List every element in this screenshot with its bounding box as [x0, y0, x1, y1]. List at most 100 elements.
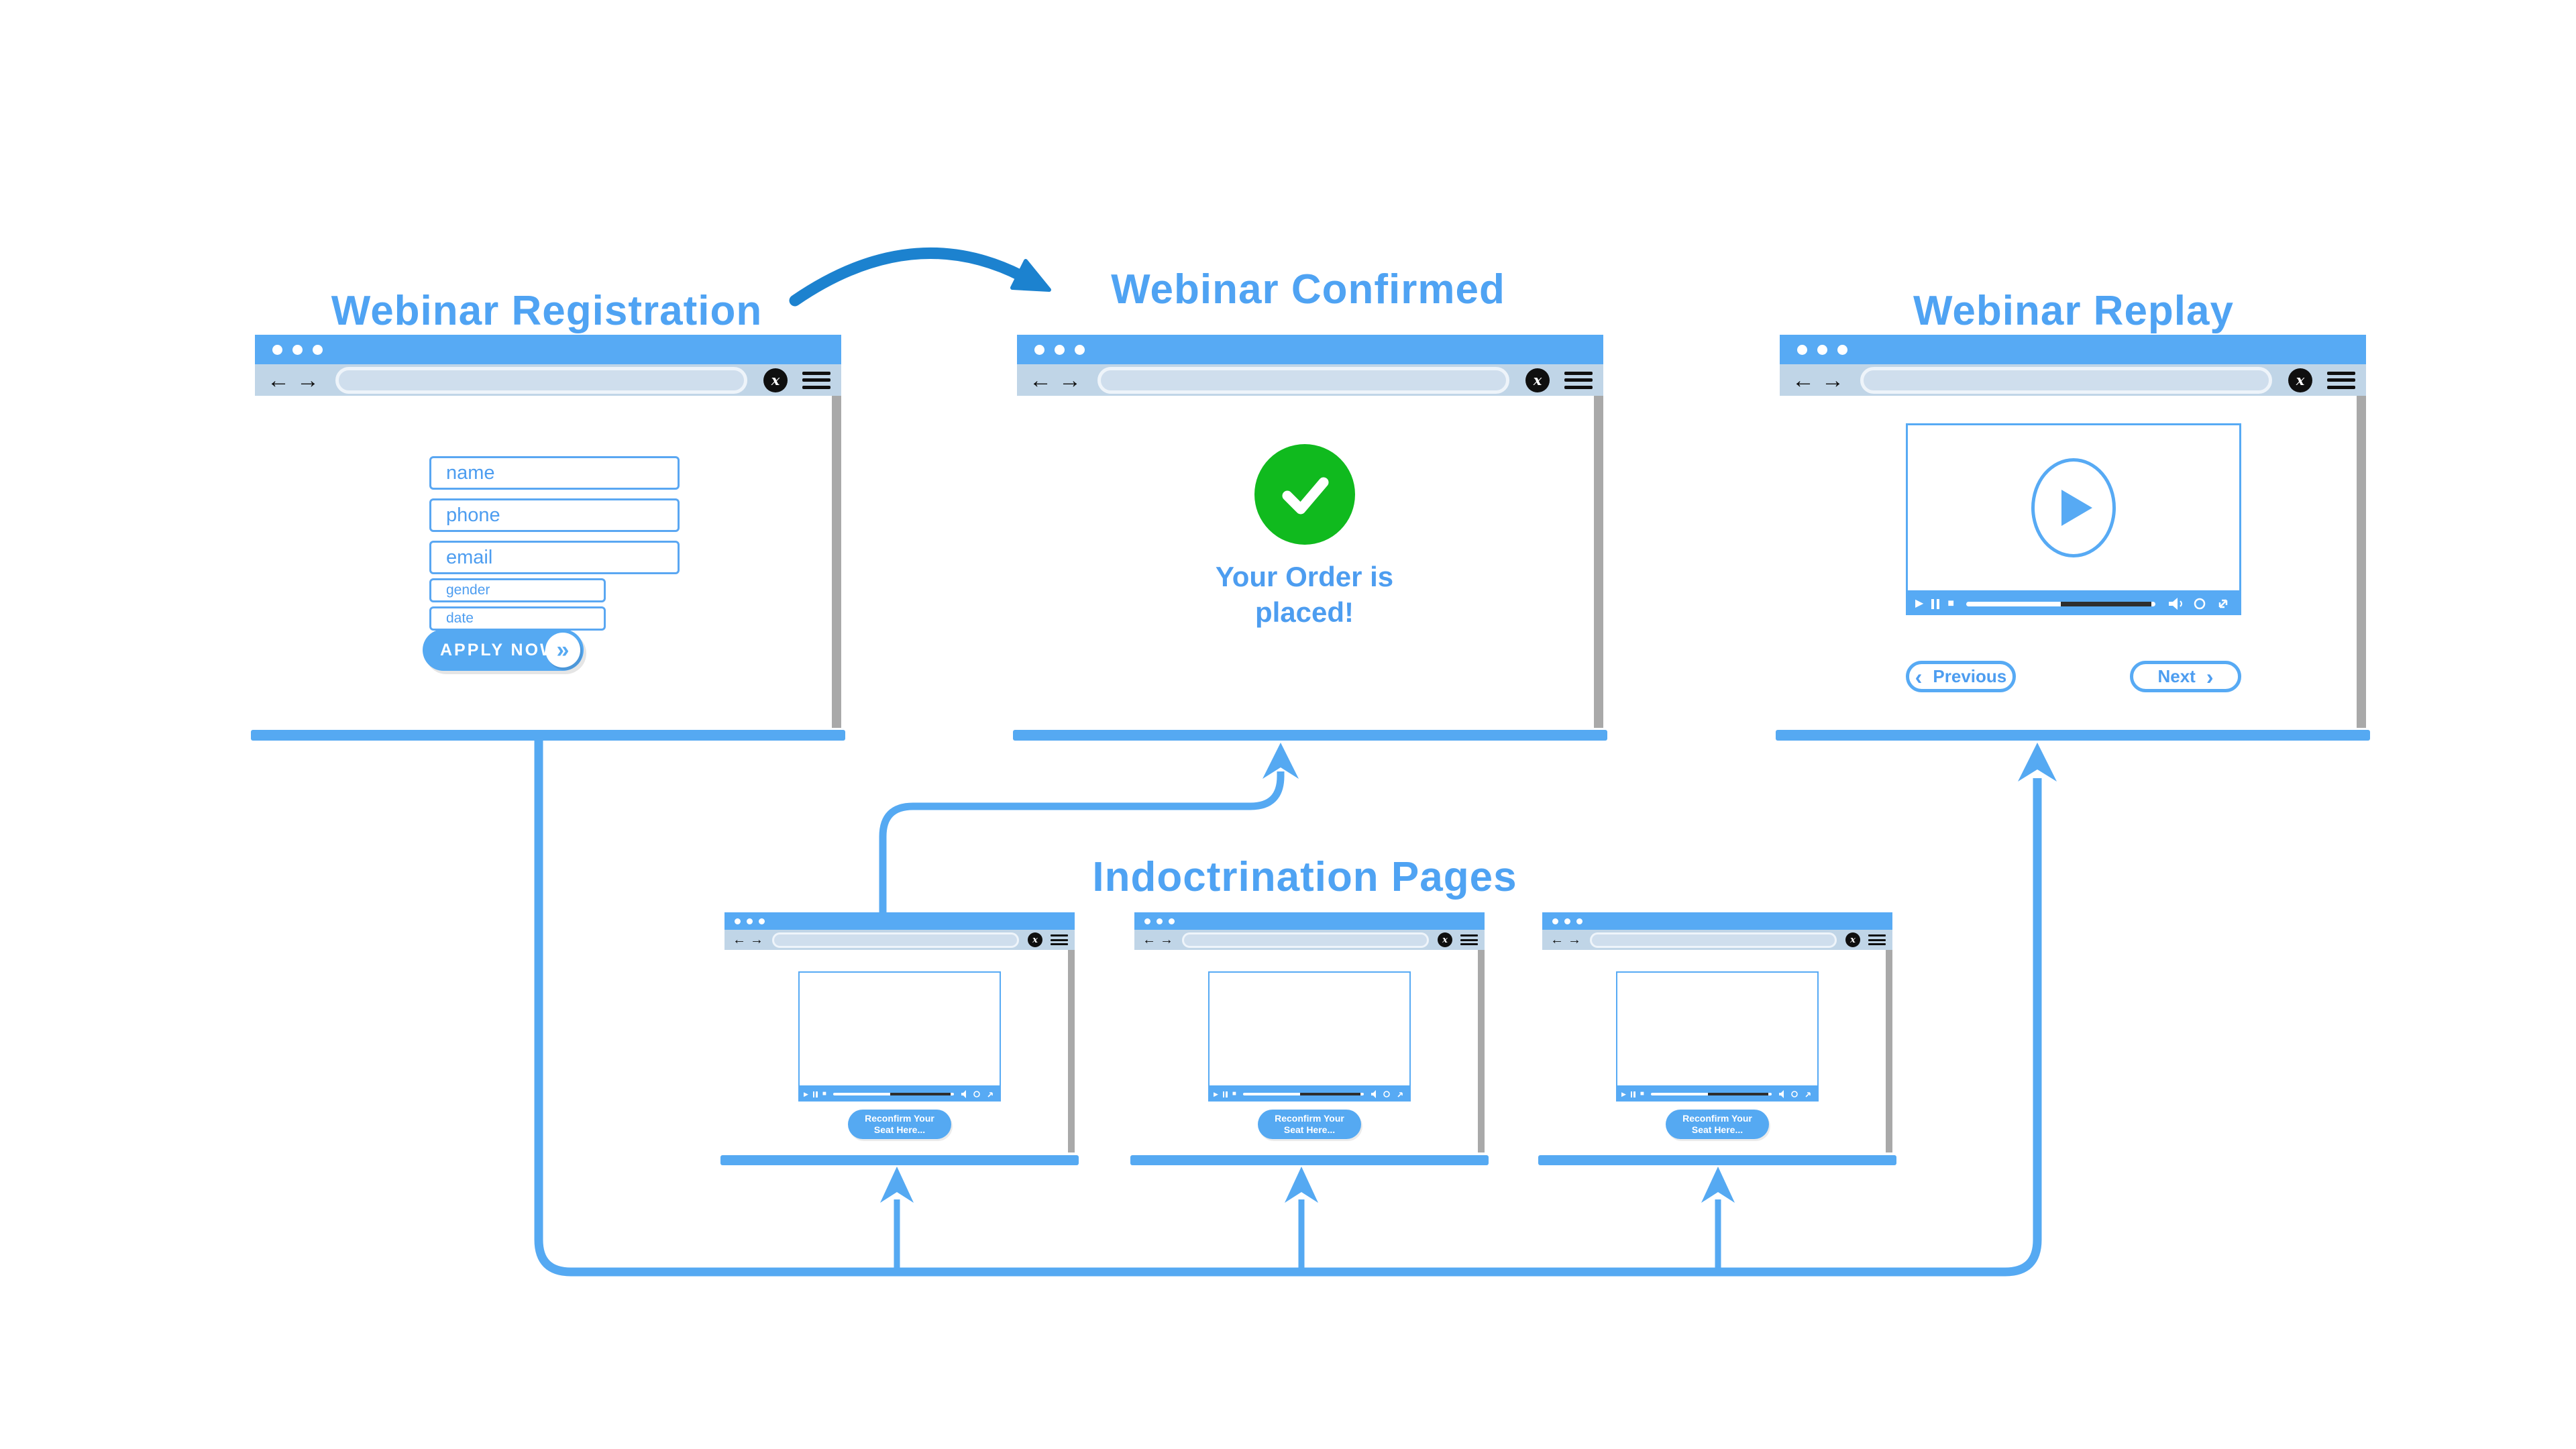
browser-toolbar: ← → x	[1542, 930, 1892, 950]
fullscreen-icon	[1397, 1092, 1403, 1097]
player-right-icons[interactable]	[2167, 596, 2232, 611]
stop-icon[interactable]: ■	[1640, 1090, 1644, 1097]
reconfirm-line1: Reconfirm Your	[1682, 1113, 1752, 1124]
scrollbar[interactable]	[1886, 950, 1892, 1152]
scrollbar[interactable]	[2357, 396, 2366, 728]
back-icon[interactable]: ←	[1550, 932, 1564, 947]
chevron-right-icon: ›	[2206, 664, 2214, 689]
play-icon[interactable]: ▶	[1915, 598, 1924, 609]
forward-icon[interactable]: →	[1821, 367, 1844, 393]
fullscreen-icon	[987, 1092, 993, 1097]
video-screen	[1616, 971, 1819, 1087]
chevron-left-icon: ‹	[1915, 664, 1923, 689]
forward-icon[interactable]: →	[1059, 367, 1081, 393]
x-logo-icon[interactable]: x	[1028, 932, 1042, 947]
x-logo-icon[interactable]: x	[2288, 368, 2312, 392]
x-logo-icon[interactable]: x	[1845, 932, 1860, 947]
stop-icon[interactable]: ■	[1232, 1090, 1236, 1097]
scrollbar[interactable]	[1478, 950, 1485, 1152]
back-icon[interactable]: ←	[733, 932, 746, 947]
player-right-icons[interactable]	[961, 1089, 996, 1099]
traffic-light-icon	[759, 918, 765, 924]
progress-bar[interactable]	[1242, 1093, 1364, 1095]
player-right-icons[interactable]	[1371, 1089, 1405, 1099]
double-chevron-icon: »	[545, 633, 580, 667]
x-logo-icon[interactable]: x	[763, 368, 788, 392]
menu-icon[interactable]	[1051, 934, 1068, 945]
indoctrination-2-bottom-bar	[1130, 1155, 1489, 1165]
menu-icon[interactable]	[1868, 934, 1886, 945]
progress-remaining	[1299, 1093, 1360, 1095]
menu-icon[interactable]	[2327, 371, 2355, 389]
address-bar[interactable]	[335, 366, 747, 394]
back-icon[interactable]: ←	[1029, 367, 1052, 393]
scrollbar[interactable]	[832, 396, 841, 728]
back-icon[interactable]: ←	[267, 367, 290, 393]
address-bar[interactable]	[1097, 366, 1509, 394]
play-icon[interactable]: ▶	[804, 1090, 808, 1097]
reconfirm-seat-button[interactable]: Reconfirm Your Seat Here...	[848, 1110, 951, 1139]
address-bar[interactable]	[1182, 932, 1429, 948]
play-icon[interactable]: ▶	[1621, 1090, 1626, 1097]
forward-icon[interactable]: →	[750, 932, 763, 947]
progress-bar[interactable]	[1966, 601, 2155, 606]
video-controls: ▶ ■	[1906, 592, 2241, 615]
name-field[interactable]: name	[429, 456, 680, 490]
indoctrination-page-3: ← → x ▶ ■ Reconfirm Your	[1542, 912, 1892, 1152]
video-screen	[1906, 423, 2241, 592]
phone-field[interactable]: phone	[429, 498, 680, 532]
next-button[interactable]: Next ›	[2130, 661, 2241, 692]
forward-icon[interactable]: →	[297, 367, 319, 393]
pause-icon[interactable]	[1931, 598, 1940, 609]
pause-icon[interactable]	[1222, 1091, 1228, 1097]
x-logo-icon[interactable]: x	[1438, 932, 1452, 947]
email-field[interactable]: email	[429, 541, 680, 574]
progress-bar[interactable]	[833, 1093, 954, 1095]
title-webinar-replay: Webinar Replay	[1913, 288, 2234, 334]
gender-field[interactable]: gender	[429, 578, 606, 602]
page-content: name phone email gender date APPLY NOW »	[255, 396, 841, 728]
apply-now-button[interactable]: APPLY NOW »	[423, 629, 584, 671]
date-field[interactable]: date	[429, 606, 606, 631]
player-right-icons[interactable]	[1778, 1089, 1813, 1099]
browser-toolbar: ← → x	[1780, 364, 2366, 396]
reconfirm-seat-button[interactable]: Reconfirm Your Seat Here...	[1258, 1110, 1361, 1139]
play-icon[interactable]: ▶	[1214, 1090, 1218, 1097]
indoctrination-3-bottom-bar	[1538, 1155, 1896, 1165]
address-bar[interactable]	[772, 932, 1019, 948]
order-placed-line1: Your Order is	[1215, 561, 1394, 592]
stop-icon[interactable]: ■	[822, 1090, 826, 1097]
progress-bar[interactable]	[1650, 1093, 1772, 1095]
menu-icon[interactable]	[1460, 934, 1478, 945]
video-controls: ▶ ■	[798, 1087, 1001, 1102]
traffic-light-icon	[735, 918, 741, 924]
page-content: ▶ ■ Reconfirm Your Seat Here...	[724, 950, 1075, 1152]
reconfirm-seat-button[interactable]: Reconfirm Your Seat Here...	[1666, 1110, 1769, 1139]
stop-icon[interactable]: ■	[1947, 598, 1954, 609]
volume-icon	[2169, 598, 2178, 610]
forward-icon[interactable]: →	[1568, 932, 1581, 947]
pause-icon[interactable]	[1630, 1091, 1635, 1097]
previous-button[interactable]: ‹ Previous	[1906, 661, 2016, 692]
address-bar[interactable]	[1860, 366, 2272, 394]
scrollbar[interactable]	[1068, 950, 1075, 1152]
page-content: ▶ ■ ‹ Previous Next ›	[1780, 396, 2366, 728]
traffic-light-icon	[1157, 918, 1163, 924]
menu-icon[interactable]	[1564, 371, 1593, 389]
reconfirm-line1: Reconfirm Your	[1275, 1113, 1344, 1124]
pause-icon[interactable]	[812, 1091, 818, 1097]
forward-icon[interactable]: →	[1160, 932, 1173, 947]
play-button[interactable]	[2031, 458, 2116, 557]
menu-icon[interactable]	[802, 371, 830, 389]
browser-toolbar: ← → x	[724, 930, 1075, 950]
title-webinar-registration: Webinar Registration	[331, 288, 763, 334]
x-logo-icon[interactable]: x	[1525, 368, 1550, 392]
scrollbar[interactable]	[1594, 396, 1603, 728]
video-controls: ▶ ■	[1208, 1087, 1411, 1102]
traffic-light-icon	[1564, 918, 1570, 924]
settings-icon	[1383, 1091, 1390, 1097]
back-icon[interactable]: ←	[1792, 367, 1815, 393]
back-icon[interactable]: ←	[1142, 932, 1156, 947]
address-bar[interactable]	[1590, 932, 1837, 948]
order-placed-line2: placed!	[1254, 596, 1354, 628]
